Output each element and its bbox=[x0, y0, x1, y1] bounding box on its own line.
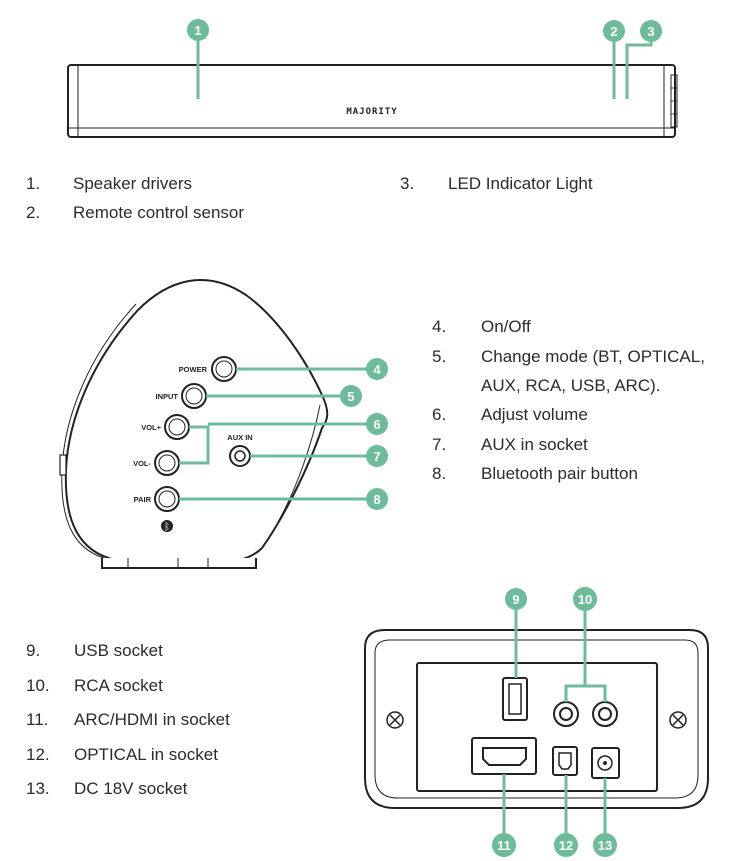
callout-4-label: 4 bbox=[373, 362, 381, 377]
legend-item-7: 7.AUX in socket bbox=[432, 435, 588, 454]
legend-item-9: 9.USB socket bbox=[26, 641, 163, 660]
vol-plus-label: VOL+ bbox=[141, 423, 161, 432]
rca-socket-left bbox=[553, 701, 579, 727]
legend-item-4: 4.On/Off bbox=[432, 317, 531, 336]
callout-7 bbox=[366, 445, 388, 467]
legend-item-5-cont: AUX, RCA, USB, ARC). bbox=[481, 376, 661, 395]
front-view: MAJORITY 1 2 3 bbox=[67, 19, 678, 138]
callout-6-label: 6 bbox=[373, 417, 380, 432]
callout-1 bbox=[187, 19, 209, 41]
callout-10-label: 10 bbox=[578, 592, 592, 607]
legend-item-5: 5.Change mode (BT, OPTICAL, bbox=[432, 347, 705, 366]
callout-4 bbox=[366, 358, 388, 380]
callout-8 bbox=[366, 488, 388, 510]
legend-item-8: 8.Bluetooth pair button bbox=[432, 464, 638, 483]
callout-2-label: 2 bbox=[610, 24, 617, 39]
legend-item-3: 3.LED Indicator Light bbox=[400, 174, 593, 193]
side-view: ᛒ POWER INPUT VOL+ VOL- AUX IN PAIR 4 5 … bbox=[59, 279, 388, 569]
callout-13 bbox=[593, 833, 617, 857]
callout-7-label: 7 bbox=[373, 449, 380, 464]
rca-socket-right bbox=[592, 701, 618, 727]
callout-6 bbox=[366, 413, 388, 435]
soundbar-front-body bbox=[67, 64, 676, 138]
pair-label: PAIR bbox=[134, 495, 152, 504]
legend-item-12: 12.OPTICAL in socket bbox=[26, 745, 218, 764]
legend-item-6: 6.Adjust volume bbox=[432, 405, 588, 424]
callout-3-label: 3 bbox=[647, 24, 654, 39]
legend-item-11: 11.ARC/HDMI in socket bbox=[26, 710, 230, 729]
legend-item-13: 13.DC 18V socket bbox=[26, 779, 188, 798]
callout-1-label: 1 bbox=[194, 23, 201, 38]
bluetooth-icon bbox=[161, 520, 173, 532]
callout-9-label: 9 bbox=[512, 592, 519, 607]
vol-minus-label: VOL- bbox=[133, 459, 151, 468]
input-label: INPUT bbox=[156, 392, 179, 401]
callout-3 bbox=[640, 20, 662, 42]
callout-5-label: 5 bbox=[347, 389, 354, 404]
callout-2 bbox=[603, 20, 625, 42]
callout-10 bbox=[573, 587, 597, 611]
callout-12-label: 12 bbox=[559, 838, 573, 853]
callout-13-label: 13 bbox=[598, 838, 612, 853]
callout-8-label: 8 bbox=[373, 492, 380, 507]
callout-9 bbox=[505, 588, 527, 610]
rear-view: 9 10 11 12 13 bbox=[364, 587, 709, 857]
aux-in-label: AUX IN bbox=[227, 433, 252, 442]
optical-socket bbox=[552, 746, 578, 776]
callout-11 bbox=[492, 833, 516, 857]
power-label: POWER bbox=[179, 365, 208, 374]
callout-12 bbox=[554, 833, 578, 857]
callout-11-label: 11 bbox=[497, 838, 511, 853]
callout-5 bbox=[340, 385, 362, 407]
bluetooth-symbol: ᛒ bbox=[164, 522, 170, 533]
soundbar-side-body bbox=[64, 279, 329, 564]
legend-item-2: 2.Remote control sensor bbox=[26, 203, 245, 222]
aux-in-socket bbox=[229, 445, 251, 467]
brand-logo: MAJORITY bbox=[346, 107, 397, 117]
legend-item-1: 1.Speaker drivers bbox=[26, 174, 193, 193]
legend-item-10: 10.RCA socket bbox=[26, 676, 163, 695]
